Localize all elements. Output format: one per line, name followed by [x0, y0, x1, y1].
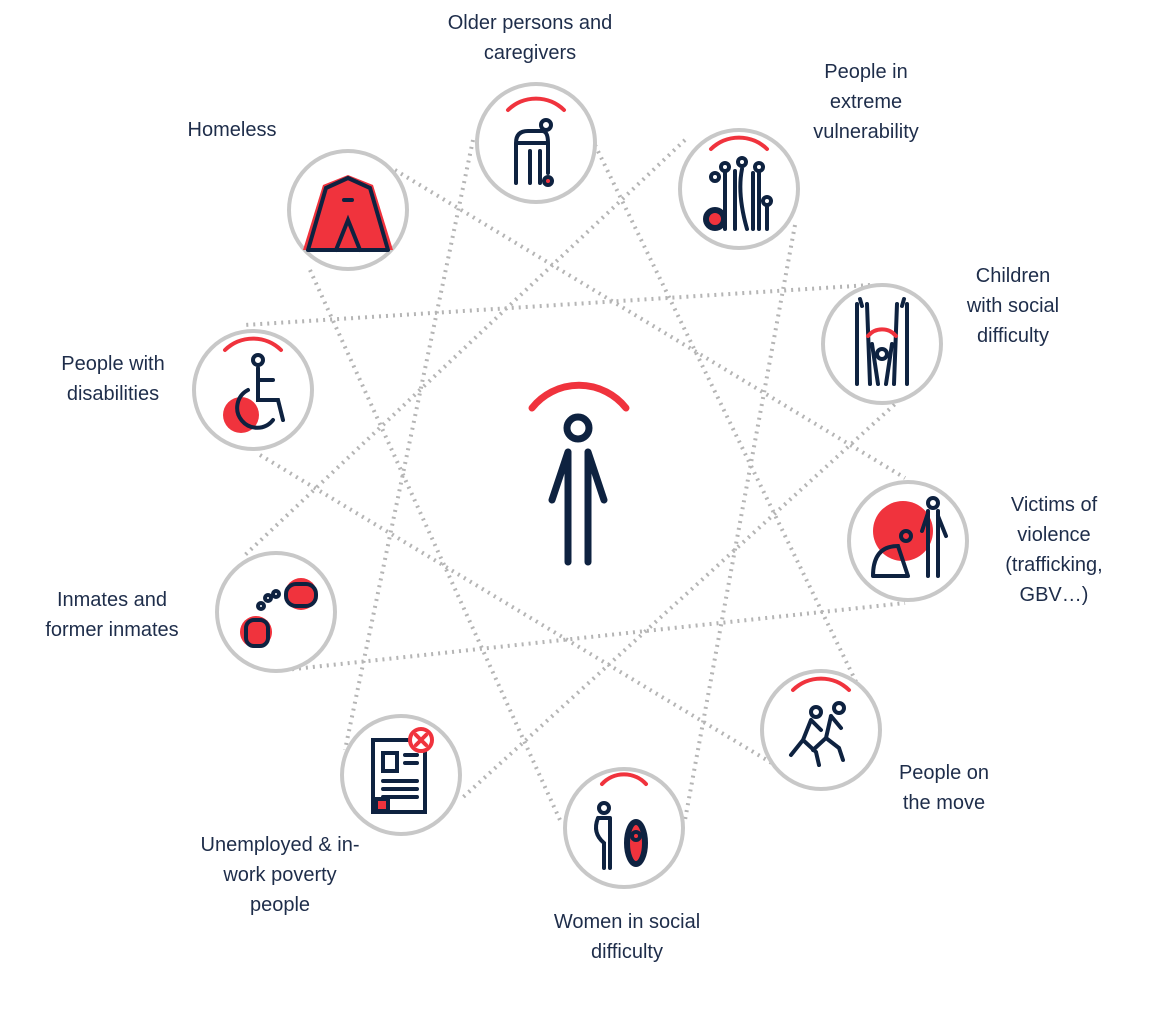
group-label-unemployed: Unemployed & in- work poverty people	[200, 834, 360, 916]
group-node-children	[821, 283, 943, 405]
dotted-connector	[244, 283, 871, 327]
group-node-unemployed	[340, 714, 462, 836]
dotted-connector	[308, 269, 562, 821]
rejected-document-icon	[371, 727, 434, 814]
dotted-connector	[284, 601, 906, 672]
group-node-victims	[847, 480, 969, 602]
group-node-older	[475, 82, 597, 204]
older-person-walker-icon	[506, 96, 566, 187]
group-label-older: Older persons and caregivers	[447, 12, 613, 64]
dotted-connector	[258, 453, 777, 767]
group-node-disabilities	[192, 329, 314, 451]
running-people-icon	[789, 676, 851, 767]
group-label-disabilities: People with disabilities	[61, 353, 165, 405]
handcuffs-icon	[240, 578, 318, 648]
group-node-extreme	[678, 128, 800, 250]
group-label-homeless: Homeless	[187, 119, 277, 141]
child-with-parents-icon	[855, 297, 909, 386]
group-label-children: Children with social difficulty	[966, 265, 1060, 347]
dotted-connector	[593, 144, 862, 691]
group-label-inmates: Inmates and former inmates	[45, 589, 179, 641]
group-node-move	[760, 669, 882, 791]
node-circle	[563, 767, 685, 889]
group-of-people-icon	[703, 135, 773, 231]
group-label-women: Women in social difficulty	[553, 911, 701, 963]
group-node-homeless	[287, 149, 409, 271]
node-circle	[215, 551, 337, 673]
group-label-extreme: People in extreme vulnerability	[813, 61, 919, 143]
node-circle	[192, 329, 314, 451]
wheelchair-icon	[223, 336, 285, 433]
tent-icon	[303, 175, 393, 252]
group-label-victims: Victims of violence (trafficking, GBV…)	[1005, 494, 1103, 606]
dotted-connector	[683, 224, 797, 821]
node-circle	[821, 283, 943, 405]
group-label-move: People on the move	[898, 762, 990, 814]
woman-with-baby-icon	[594, 772, 648, 870]
victim-kneeling-icon	[871, 496, 948, 578]
node-circle	[340, 714, 462, 836]
dotted-connector	[243, 138, 687, 557]
dotted-connector	[393, 168, 907, 480]
center-person-icon	[528, 381, 630, 566]
group-node-women	[563, 767, 685, 889]
connector-lines	[243, 138, 907, 821]
dotted-connector	[343, 139, 475, 751]
group-node-inmates	[215, 551, 337, 673]
